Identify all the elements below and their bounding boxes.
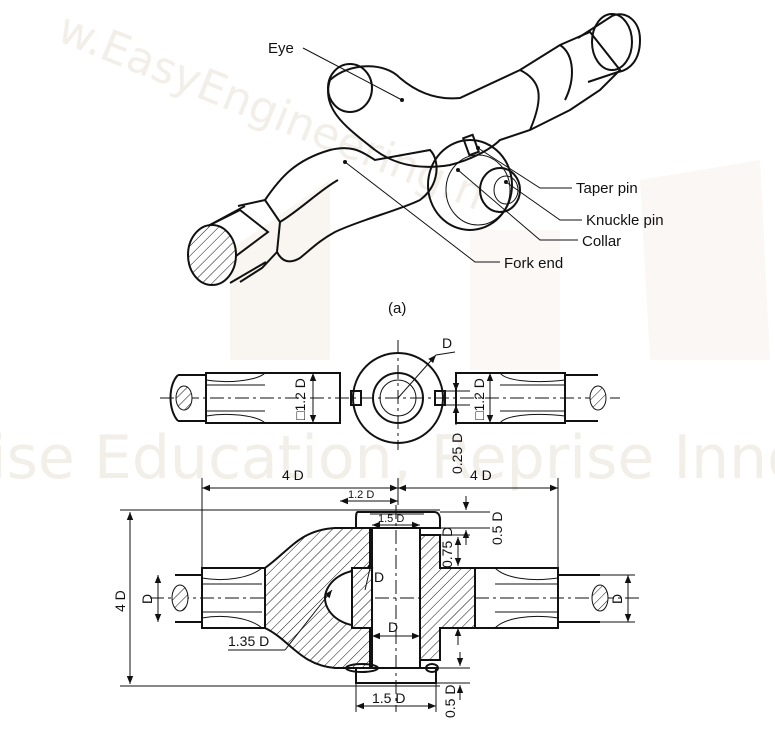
front-view: 4 D 4 D 1.2 D — [112, 467, 640, 718]
label-collar: Collar — [582, 233, 621, 250]
dim-fork-thk: 0.75 D — [439, 527, 455, 568]
rod-section-left — [187, 224, 237, 286]
dim-length-right: 4 D — [470, 467, 492, 483]
taper-pin — [461, 133, 481, 157]
dim-collar-thk-top: 0.5 D — [489, 512, 505, 545]
watermark: w.EasyEngineering.n ise Education, Repri… — [0, 3, 775, 493]
dim-square-right: □1.2 D — [471, 378, 487, 420]
label-fork-end: Fork end — [504, 255, 563, 272]
dim-pin-side: D — [374, 569, 384, 585]
top-view: D □1.2 D □1.2 D 0.25 D — [160, 335, 620, 474]
dim-rod-right: D — [609, 594, 625, 604]
watermark-url: w.EasyEngineering.n — [51, 3, 492, 221]
label-taper-pin: Taper pin — [576, 180, 638, 197]
dim-overall-height: 4 D — [112, 590, 128, 612]
collar — [427, 139, 513, 231]
dim-square-left: □1.2 D — [292, 378, 308, 420]
dim-collar-thk-bottom: 0.5 D — [442, 685, 458, 718]
pictorial-view: Eye Taper pin Knuckle pin Collar Fork en… — [187, 13, 664, 317]
caption-a: (a) — [388, 300, 406, 317]
fork-section — [419, 534, 476, 661]
knuckle-pin — [479, 167, 521, 213]
dim-eye-radius: 1.35 D — [228, 633, 269, 649]
dim-collar-bottom: 1.5 D — [372, 690, 405, 706]
dim-half-width: 1.2 D — [348, 489, 374, 501]
watermark-slogan: ise Education, Reprise Innova — [0, 423, 775, 493]
label-knuckle-pin: Knuckle pin — [586, 212, 664, 229]
dim-top-d: D — [442, 335, 452, 351]
dim-pin-bottom: D — [388, 619, 398, 635]
label-eye: Eye — [268, 40, 294, 57]
dim-length-left: 4 D — [282, 467, 304, 483]
dim-rod-left: D — [139, 594, 155, 604]
dim-offset: 0.25 D — [449, 433, 465, 474]
dim-collar-top: 1.5 D — [378, 513, 404, 525]
eye-boss — [352, 352, 444, 444]
